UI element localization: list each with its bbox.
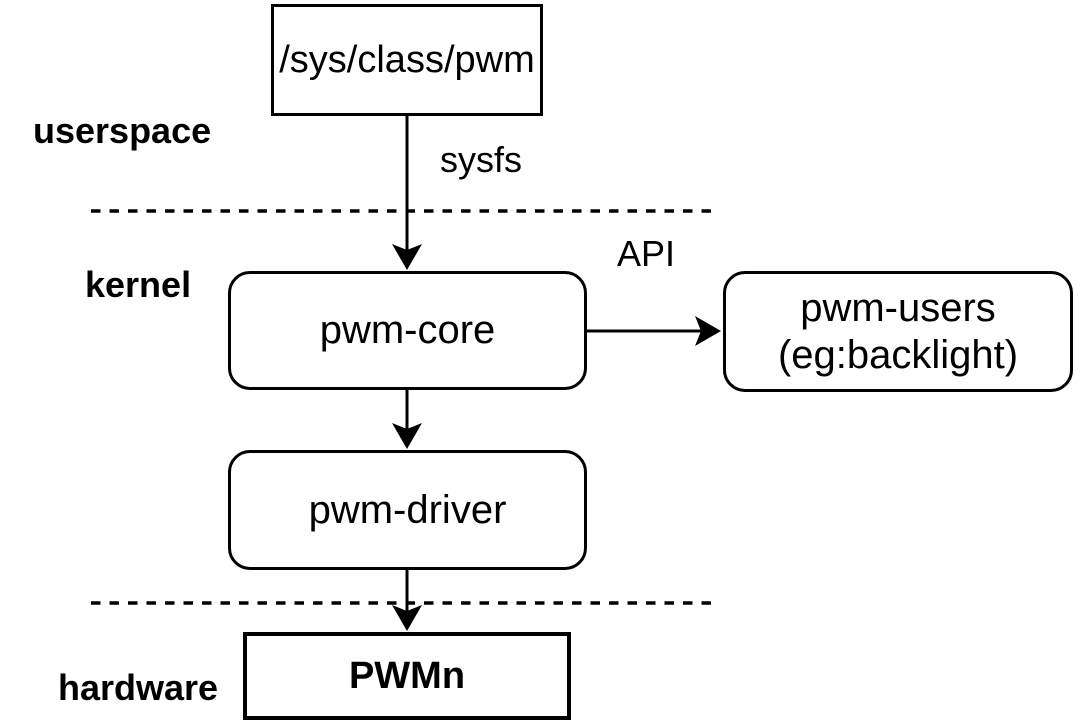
pwm-driver-label: pwm-driver (308, 487, 507, 532)
sys-class-pwm-label: /sys/class/pwm (279, 38, 535, 81)
hardware-label: hardware (58, 667, 219, 708)
userspace-label: userspace (33, 110, 212, 151)
arrowhead-down-icon (392, 605, 422, 631)
pwm-users-label-line2: (eg:backlight) (777, 332, 1019, 377)
pwmn-box: PWMn (243, 632, 571, 720)
kernel-label: kernel (85, 264, 192, 305)
pwm-driver-box: pwm-driver (228, 450, 587, 570)
pwm-core-label: pwm-core (319, 308, 496, 352)
pwm-core-box: pwm-core (228, 271, 587, 390)
pwm-users-box: pwm-users (eg:backlight) (723, 271, 1073, 392)
sysfs-edge-label: sysfs (440, 139, 523, 180)
api-arrow (587, 316, 721, 346)
api-edge-label: API (617, 233, 676, 274)
driver-to-pwmn-arrow (392, 570, 422, 631)
pwmn-label: PWMn (348, 654, 466, 697)
sysfs-arrow (392, 116, 422, 270)
arrowhead-right-icon (695, 316, 721, 346)
core-to-driver-arrow (392, 390, 422, 449)
arrowhead-down-icon (392, 244, 422, 270)
sys-class-pwm-box: /sys/class/pwm (271, 4, 543, 116)
pwm-users-label-line1: pwm-users (800, 285, 996, 330)
arrowhead-down-icon (392, 423, 422, 449)
